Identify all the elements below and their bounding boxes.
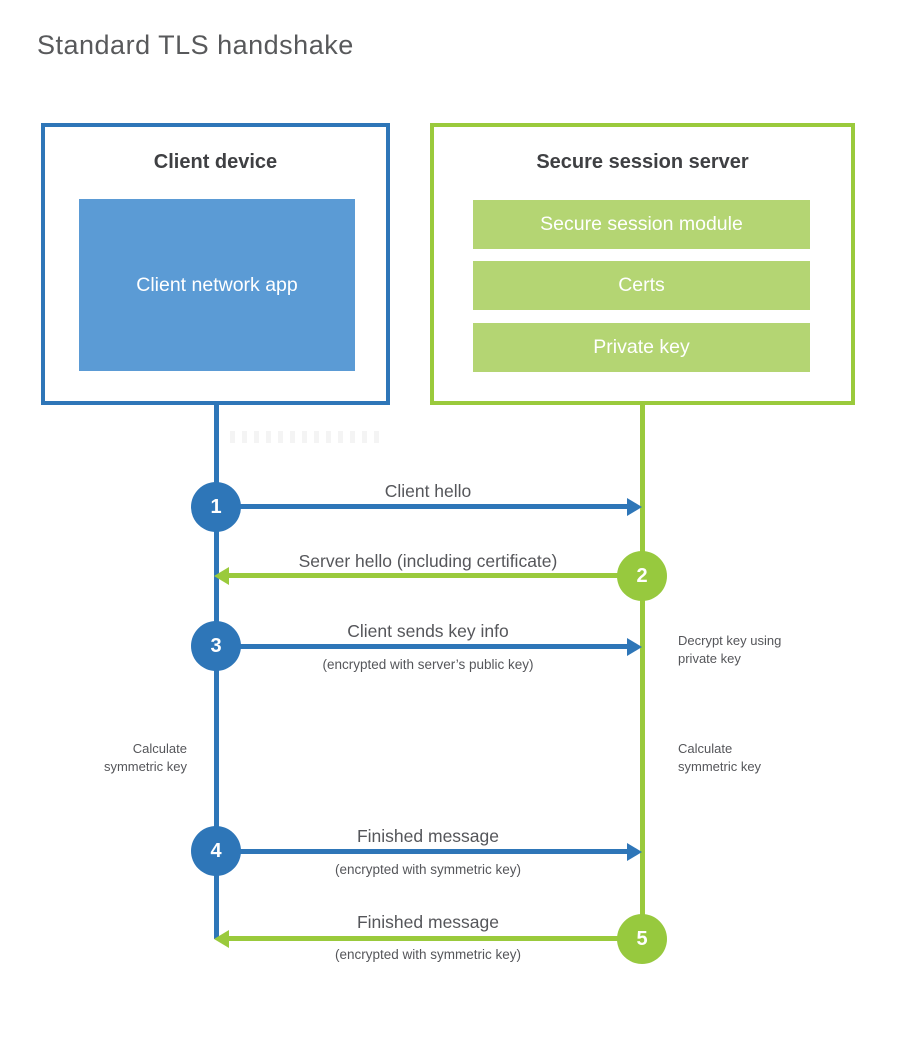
arrowhead-right-icon xyxy=(627,497,642,516)
note-calc-symmetric-right: Calculate symmetric key xyxy=(678,741,762,774)
arrowhead-left-icon xyxy=(214,566,229,585)
label-finished-client: Finished message xyxy=(356,826,500,846)
step-circle-2: 2 xyxy=(617,551,667,601)
arrow-client-key-info xyxy=(216,637,642,656)
note-decrypt-key: Decrypt key using private key xyxy=(678,633,782,666)
arrow-shaft xyxy=(216,644,630,649)
arrow-shaft xyxy=(216,849,630,854)
sublabel-finished-server: (encrypted with symmetric key) xyxy=(334,947,522,962)
sublabel-client-key-info: (encrypted with server’s public key) xyxy=(322,657,534,672)
arrowhead-left-icon xyxy=(214,929,229,948)
arrow-client-hello xyxy=(216,497,642,516)
label-client-hello: Client hello xyxy=(384,481,472,501)
arrow-shaft xyxy=(216,504,630,509)
step-circle-3: 3 xyxy=(191,621,241,671)
server-lifeline xyxy=(640,405,645,939)
step-circle-4: 4 xyxy=(191,826,241,876)
client-lifeline xyxy=(214,405,219,939)
label-client-key-info: Client sends key info xyxy=(347,621,509,641)
client-network-app-label: Client network app xyxy=(136,273,298,296)
faint-dashes-artifact xyxy=(230,431,386,443)
label-server-hello: Server hello (including certificate) xyxy=(298,551,558,571)
note-calc-symmetric-left: Calculate symmetric key xyxy=(103,741,187,774)
server-module-private-key: Private key xyxy=(473,323,810,372)
arrow-finished-server xyxy=(214,929,642,948)
client-network-app-module: Client network app xyxy=(79,199,355,371)
arrow-shaft xyxy=(226,936,642,941)
secure-session-server-title: Secure session server xyxy=(536,151,749,173)
label-finished-server: Finished message xyxy=(356,912,500,932)
client-device-box: Client device Client network app xyxy=(41,123,390,405)
sublabel-finished-client: (encrypted with symmetric key) xyxy=(334,862,522,877)
arrow-finished-client xyxy=(216,842,642,861)
server-module-secure-session: Secure session module xyxy=(473,200,810,249)
client-device-title: Client device xyxy=(153,151,278,173)
step-circle-1: 1 xyxy=(191,482,241,532)
secure-session-server-box: Secure session server Secure session mod… xyxy=(430,123,855,405)
arrow-shaft xyxy=(226,573,642,578)
arrow-server-hello xyxy=(214,566,642,585)
page-title: Standard TLS handshake xyxy=(37,30,354,60)
arrowhead-right-icon xyxy=(627,637,642,656)
server-module-certs: Certs xyxy=(473,261,810,310)
arrowhead-right-icon xyxy=(627,842,642,861)
step-circle-5: 5 xyxy=(617,914,667,964)
